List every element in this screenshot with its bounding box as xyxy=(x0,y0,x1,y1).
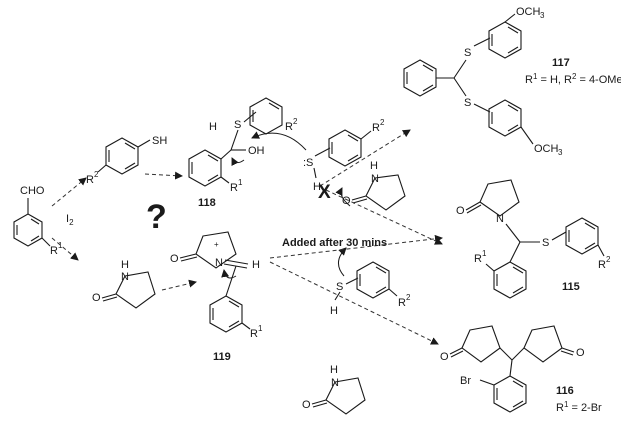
compound-115-number: 115 xyxy=(562,281,580,293)
blocked-pyrrolidinone-o-label: O xyxy=(342,195,351,207)
bottom-thiol-s-label: S xyxy=(336,281,343,293)
attacking-thiol-top: :S H R 2 xyxy=(251,118,385,193)
int119-plus-label: + xyxy=(214,240,219,249)
question-mark: ? xyxy=(146,198,167,236)
p117-ome-top-sub: 3 xyxy=(540,11,545,20)
compound-117-condition: R1 = H, R2 = 4-OMe xyxy=(525,72,621,86)
thiophenol-r2-label: R xyxy=(86,174,94,186)
int119-r1-sup: 1 xyxy=(258,324,263,333)
r1-label: R xyxy=(50,245,58,257)
top-thiol-lone-pair-s: :S xyxy=(303,157,313,169)
p115-r2-label: R xyxy=(598,259,606,271)
bottom-thiol-r2-sup: 2 xyxy=(406,293,411,302)
arrow-119-to-116 xyxy=(269,261,439,345)
int118-s-label: S xyxy=(234,119,241,131)
p115-r1-sup: 1 xyxy=(482,249,487,258)
compound-116-condition: R1 = 2-Br xyxy=(556,400,602,414)
product-115-structure: N O S R 2 R 1 115 xyxy=(456,179,611,299)
p116-o-right-label: O xyxy=(576,347,585,359)
arrow-118-to-117 xyxy=(319,129,411,187)
blocked-pathway-x: X xyxy=(318,182,331,203)
iodine-reagent-label: I2 xyxy=(66,213,74,227)
p117-s-top-label: S xyxy=(464,47,471,59)
pyrrolidinone-blocked-structure: H N O xyxy=(335,160,406,211)
p117-ome-bottom-sub: 3 xyxy=(558,148,563,157)
pyrrolidinone-h-label: H xyxy=(121,259,129,271)
p115-o-label: O xyxy=(456,205,465,217)
top-thiol-r2-label: R xyxy=(372,122,380,134)
int119-h-label: H xyxy=(252,259,260,271)
top-thiol-h-label: H xyxy=(313,181,321,193)
arrow-to-thiophenol xyxy=(51,177,87,207)
p115-r2-sup: 2 xyxy=(606,255,611,264)
p117-ome-top-label: OCH xyxy=(516,6,541,18)
arrow-118-to-115-blocked xyxy=(325,189,443,245)
p117-s-bottom-label: S xyxy=(464,97,471,109)
arrow-119-to-115 xyxy=(269,234,443,259)
p115-r1-label: R xyxy=(474,253,482,265)
attacking-thiol-bottom: S H R 2 xyxy=(330,247,411,317)
thiophenol-structure: SH R 2 xyxy=(86,135,167,186)
blocked-pyrrolidinone-n-label: N xyxy=(371,173,379,185)
pyrrolidinone-n-label: N xyxy=(121,271,129,283)
int119-n-label: N xyxy=(215,257,223,269)
top-thiol-r2-sup: 2 xyxy=(380,118,385,127)
sh-label: SH xyxy=(152,135,167,147)
product-117-structure: S S OCH 3 OCH 3 117 R1 = H, R2 = 4-OMe xyxy=(403,6,621,157)
cho-label: CHO xyxy=(20,185,45,197)
int118-r2-sup: 2 xyxy=(293,117,298,126)
compound-118-number: 118 xyxy=(198,197,216,209)
pyrrolidinone-bottom-structure: H N O xyxy=(302,364,366,415)
int118-r1-sup: 1 xyxy=(238,178,243,187)
r1-superscript: 1 xyxy=(58,241,63,250)
reaction-arrows xyxy=(51,129,443,345)
int118-oh-label: OH xyxy=(248,145,265,157)
product-116-structure: O O Br 116 R1 = 2-Br xyxy=(440,325,602,414)
p115-n-label: N xyxy=(496,213,504,225)
iminium-119-structure: N + O H R 1 119 xyxy=(170,231,263,363)
bottom-thiol-h-label: H xyxy=(330,305,338,317)
added-after-annotation: Added after 30 mins xyxy=(282,237,387,249)
int118-r2-label: R xyxy=(285,121,293,133)
bottom-pyrrolidinone-h-label: H xyxy=(330,364,338,376)
pyrrolidinone-o-label: O xyxy=(92,292,101,304)
p116-br-label: Br xyxy=(460,375,471,387)
compound-117-number: 117 xyxy=(552,57,570,69)
int118-r1-label: R xyxy=(230,182,238,194)
int119-o-label: O xyxy=(170,253,179,265)
p116-o-left-label: O xyxy=(440,351,449,363)
benzaldehyde-structure: CHO R 1 xyxy=(13,185,63,257)
compound-116-number: 116 xyxy=(556,385,574,397)
bottom-pyrrolidinone-o-label: O xyxy=(302,399,311,411)
thiophenol-r2-sup: 2 xyxy=(94,170,99,179)
arrow-to-pyrrolidinone xyxy=(51,237,79,261)
int119-r1-label: R xyxy=(250,328,258,340)
p117-ome-bottom-label: OCH xyxy=(534,143,559,155)
int118-h-label: H xyxy=(209,121,217,133)
p115-s-label: S xyxy=(542,237,549,249)
arrow-pyrrolidinone-to-119 xyxy=(161,279,197,291)
blocked-pyrrolidinone-h-label: H xyxy=(370,160,378,172)
bottom-pyrrolidinone-n-label: N xyxy=(331,377,339,389)
compound-119-number: 119 xyxy=(213,351,231,363)
pyrrolidinone-structure: H N O xyxy=(92,259,156,309)
bottom-thiol-r2-label: R xyxy=(398,297,406,309)
arrow-thiophenol-to-118 xyxy=(144,171,183,180)
intermediate-118-structure: H S R 2 OH R 1 118 xyxy=(188,97,298,209)
